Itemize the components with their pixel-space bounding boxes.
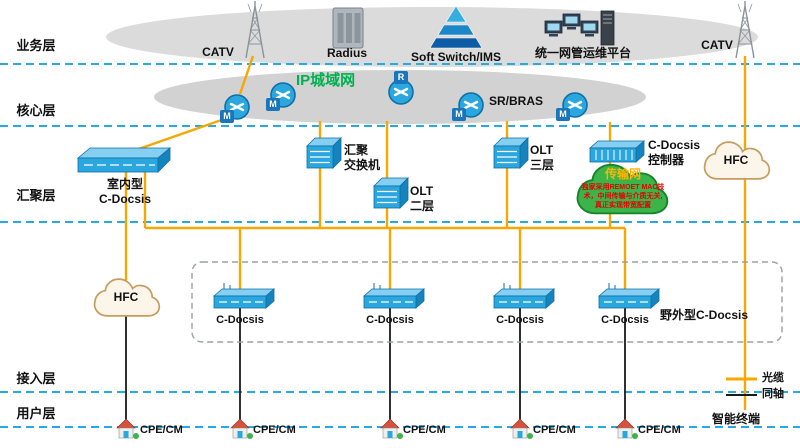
cdocsis-label-1: C-Docsis — [216, 314, 264, 326]
smart-terminal-label: 智能终端 — [712, 412, 761, 426]
indoor-cdocsis-device — [76, 147, 172, 173]
cdocsis-label-2: C-Docsis — [366, 314, 414, 326]
router-tag-m3: M — [452, 108, 466, 121]
catv-left-label: CATV — [202, 45, 234, 59]
cpe-house-icon-2 — [230, 418, 254, 440]
cpe-house-icon-3 — [380, 418, 404, 440]
hfc-left-label: HFC — [113, 290, 139, 304]
outdoor-cdocsis-device-2 — [363, 282, 425, 309]
radius-server-icon — [332, 7, 364, 49]
aggregation-switch-label: 汇聚 交换机 — [344, 143, 381, 172]
coax-lines — [125, 308, 626, 420]
transport-note-text: 独家采用REMOET MAC技 术，中间传输与介质无关, 真正实现带宽配置 — [581, 184, 665, 209]
catv-right-label: CATV — [701, 38, 733, 52]
legend-optical-label: 光缆 — [762, 372, 784, 384]
cpe-house-icon-5 — [615, 418, 639, 440]
layer-label-business: 业务层 — [16, 38, 56, 53]
softswitch-label: Soft Switch/IMS — [411, 50, 501, 64]
outdoor-cdocsis-device-3 — [493, 282, 555, 309]
olt-l2-icon — [373, 177, 409, 209]
cpe-label-5: CPE/CM — [638, 424, 681, 436]
router-tag-r: R — [394, 71, 408, 84]
sr-bras-label: SR/BRAS — [489, 94, 544, 108]
cdocsis-label-4: C-Docsis — [601, 314, 649, 326]
router-tag-m1: M — [220, 110, 234, 123]
layer-label-user: 用户层 — [16, 406, 56, 421]
layer-label-core: 核心层 — [16, 103, 56, 118]
cdocsis-label-3: C-Docsis — [496, 314, 544, 326]
legend-coax-label: 同轴 — [762, 388, 784, 400]
aggregation-switch-icon — [306, 137, 342, 169]
cpe-label-1: CPE/CM — [140, 424, 183, 436]
ip-man-title: IP城域网 — [296, 72, 356, 89]
cpe-label-3: CPE/CM — [403, 424, 446, 436]
hfc-right-label: HFC — [723, 153, 749, 167]
transport-network-label: 传输网 — [604, 167, 641, 181]
softswitch-pyramid-icon — [429, 5, 483, 49]
olt-l3-label: OLT 三层 — [530, 143, 555, 172]
layer-label-access: 接入层 — [16, 371, 56, 386]
router-tag-m4: M — [556, 108, 570, 121]
cpe-house-icon-1 — [116, 418, 140, 440]
cpe-label-2: CPE/CM — [253, 424, 296, 436]
optical-fiber-lines — [124, 55, 747, 410]
olt-l3-icon — [493, 137, 529, 169]
cpe-house-icon-4 — [510, 418, 534, 440]
outdoor-cdocsis-group-box — [191, 261, 783, 343]
nms-computers-icon — [544, 10, 615, 46]
cpe-label-4: CPE/CM — [533, 424, 576, 436]
outdoor-cdocsis-group-label: 野外型C-Docsis — [660, 308, 749, 322]
router-tag-m2: M — [266, 98, 280, 111]
radius-label: Radius — [326, 46, 367, 60]
outdoor-cdocsis-device-4 — [598, 282, 660, 309]
outdoor-cdocsis-device-1 — [213, 282, 275, 309]
indoor-cdocsis-label: 室内型 C-Docsis — [98, 177, 151, 206]
olt-l2-label: OLT 二层 — [410, 184, 435, 213]
layer-label-aggregation: 汇聚层 — [16, 188, 56, 203]
cdocsis-controller-device — [588, 140, 646, 163]
nms-label: 统一网管运维平台 — [534, 46, 631, 60]
cdocsis-controller-label: C-Docsis 控制器 — [648, 138, 701, 167]
